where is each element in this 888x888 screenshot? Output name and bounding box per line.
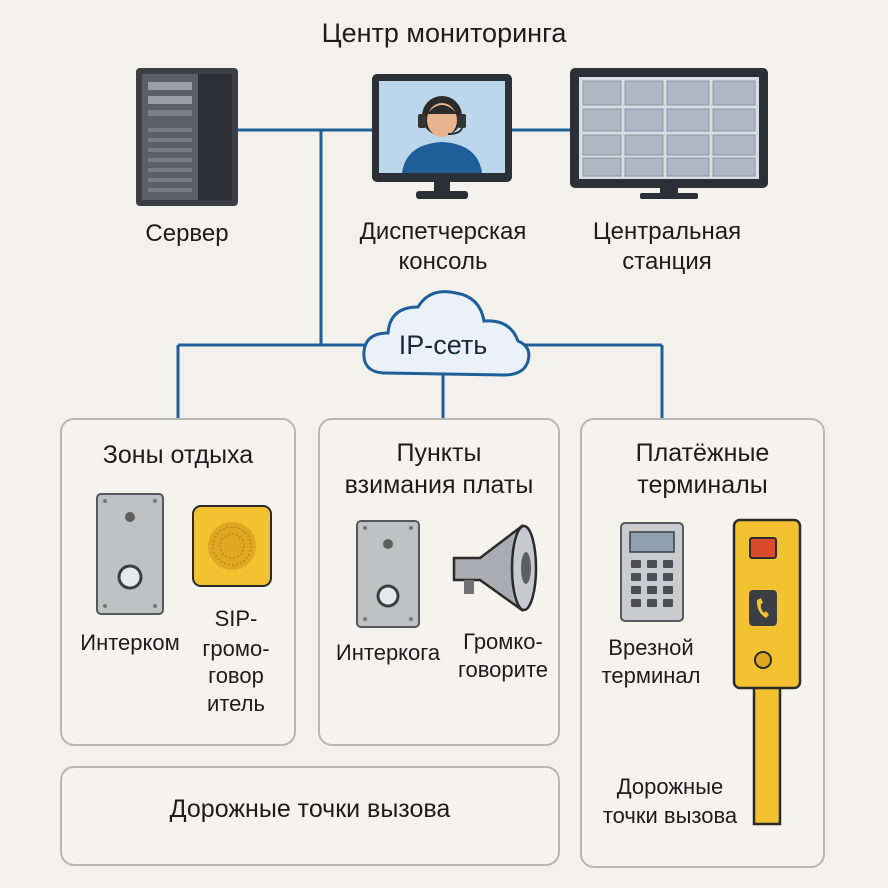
intercom-icon	[356, 520, 420, 628]
sip-speaker-label-line2: громо-	[202, 636, 270, 661]
roadside-call-point-icon	[732, 518, 802, 826]
sip-speaker-label-line1: SIP-	[214, 606, 258, 631]
loudspeaker-label-line1: Громко-	[463, 629, 543, 654]
terminal-label-line2: терминал	[601, 663, 701, 688]
terminal-label-line1: Врезной	[608, 635, 694, 660]
sip-speaker-icon	[192, 505, 272, 587]
loudspeaker-icon	[452, 523, 538, 613]
dispatch-label-line1: Диспетчерская	[359, 218, 527, 245]
ip-network-label: IP-сеть	[398, 330, 488, 360]
page-title: Центр мониторинга	[321, 18, 567, 48]
zone-title-line1: Пункты	[396, 439, 482, 467]
server-label: Сервер	[145, 220, 229, 247]
call-point-label-line1: Дорожные	[616, 774, 724, 799]
sip-speaker-label-line4: итель	[207, 691, 265, 716]
loudspeaker-label-line2: говорите	[457, 657, 549, 682]
zone-title-line2: терминалы	[637, 471, 768, 499]
cloud-icon	[362, 290, 531, 377]
intercom-label: Интеркога	[335, 640, 441, 665]
call-point-label-line2: точки вызова	[602, 803, 738, 828]
station-label-line2: станция	[622, 248, 712, 275]
sip-speaker-label-line3: говор	[208, 663, 264, 688]
intercom-label: Интерком	[80, 630, 180, 655]
embedded-terminal-icon	[620, 522, 684, 622]
zone-title-line1: Платёжные	[635, 439, 770, 467]
server-icon	[136, 68, 238, 206]
video-wall-monitor-icon	[570, 68, 768, 199]
bottom-panel: Дорожные точки вызова	[60, 766, 560, 866]
dispatch-label-line2: консоль	[398, 248, 488, 275]
zone-title-line2: взимания платы	[344, 471, 534, 499]
operator-monitor-icon	[372, 74, 512, 199]
zone-title: Зоны отдыха	[102, 441, 254, 469]
bottom-panel-label: Дорожные точки вызова	[169, 795, 451, 823]
station-label-line1: Центральная	[592, 218, 742, 245]
intercom-icon	[96, 493, 164, 615]
